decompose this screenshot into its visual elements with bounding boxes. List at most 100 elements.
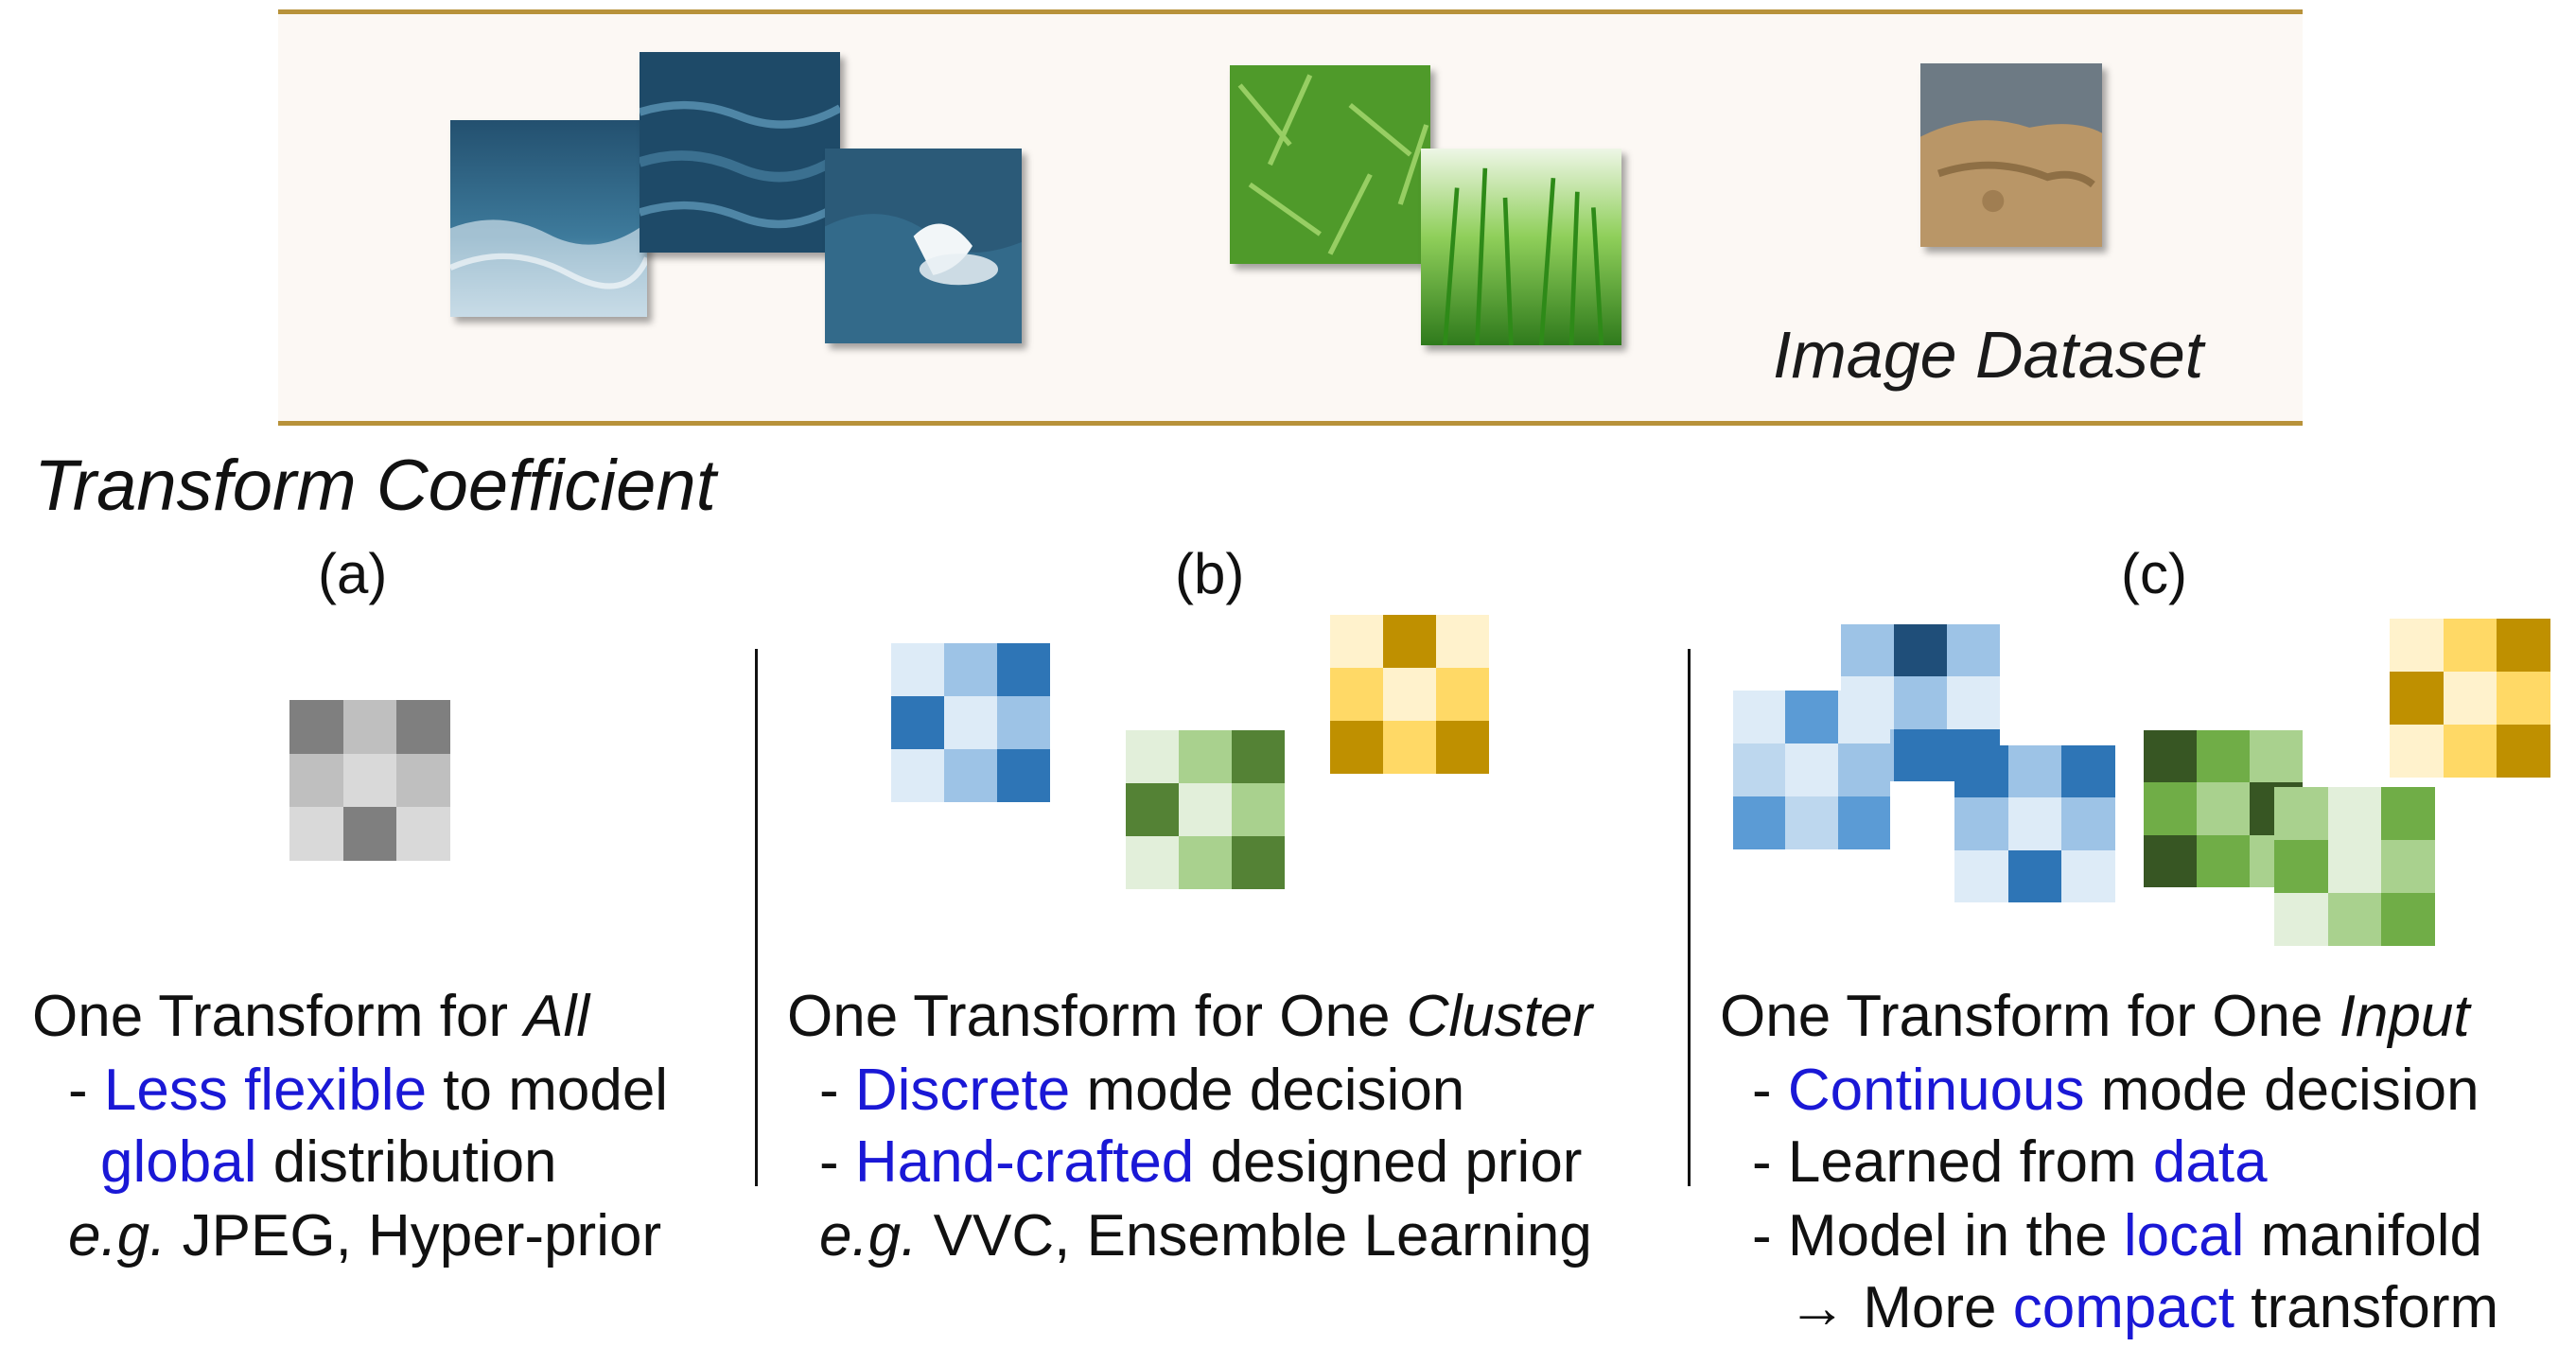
grid-cell — [2443, 672, 2497, 725]
panel-a-example: e.g. JPEG, Hyper-prior — [68, 1207, 661, 1266]
grid-cell — [1837, 691, 1890, 743]
grid-cell — [2381, 893, 2435, 946]
bullet-dash: - — [819, 1129, 855, 1195]
grid-cell — [2443, 725, 2497, 778]
gold-cluster-grid — [1330, 615, 1489, 774]
gold-input-grid — [2390, 619, 2550, 778]
grid-cell — [289, 700, 343, 754]
grid-cell — [2327, 893, 2382, 946]
grid-cell — [1837, 796, 1890, 849]
ocean-photo-2 — [640, 52, 840, 253]
panel-c-line-3: - Model in the local manifold — [1752, 1207, 2482, 1266]
grid-cell — [944, 749, 997, 802]
grid-cell — [1330, 615, 1383, 668]
grid-cell — [1733, 743, 1786, 796]
grid-cell — [289, 753, 343, 808]
grid-cell — [891, 643, 944, 696]
grid-cell — [1954, 797, 2008, 850]
grid-cell — [2061, 745, 2115, 798]
panel-c-title-prefix: One Transform for One — [1720, 984, 2339, 1049]
ocean-photo-1 — [450, 120, 647, 317]
divider-b-c — [1688, 649, 1691, 1186]
grid-cell — [2061, 849, 2115, 902]
bullet-dash: - — [1752, 1129, 1788, 1195]
highlight-text: local — [2123, 1203, 2245, 1268]
grid-cell — [2007, 849, 2062, 902]
grid-cell — [1947, 624, 2000, 677]
grid-cell — [1894, 676, 1947, 729]
grid-cell — [396, 807, 450, 861]
panel-a-title-prefix: One Transform for — [32, 984, 525, 1049]
blue-input-grid-3 — [1954, 745, 2115, 902]
image-dataset-label: Image Dataset — [1773, 318, 2204, 392]
grid-cell — [891, 749, 944, 802]
panel-b-title: One Transform for One Cluster — [787, 988, 1592, 1046]
grid-cell — [2274, 840, 2328, 893]
grid-cell — [1383, 615, 1436, 668]
panel-b-line-1: - Discrete mode decision — [819, 1061, 1464, 1120]
grid-cell — [1383, 668, 1436, 721]
example-prefix: e.g. — [819, 1203, 918, 1268]
grid-cell — [1126, 783, 1179, 836]
grid-cell — [1837, 743, 1890, 796]
panel-b-example: e.g. VVC, Ensemble Learning — [819, 1207, 1592, 1266]
rock-photo — [1920, 63, 2102, 247]
bullet-dash: - — [68, 1058, 104, 1123]
bullet-dash: - — [1752, 1203, 1788, 1268]
grid-cell — [2327, 840, 2382, 893]
grid-cell — [1841, 624, 1894, 677]
grid-cell — [1436, 721, 1489, 774]
grid-cell — [1126, 730, 1179, 783]
grid-cell — [2381, 840, 2435, 893]
grid-cell — [1126, 836, 1179, 889]
grid-cell — [1785, 691, 1838, 743]
grid-cell — [1733, 691, 1786, 743]
grid-cell — [2144, 782, 2197, 835]
highlight-text: Hand-crafted — [854, 1129, 1195, 1195]
grid-cell — [1436, 615, 1489, 668]
line-text: mode decision — [1070, 1058, 1465, 1123]
grid-cell — [2381, 787, 2435, 840]
panel-a-title: One Transform for All — [32, 988, 589, 1046]
highlight-text: Discrete — [854, 1058, 1071, 1123]
bullet-dash: - — [1752, 1058, 1788, 1123]
grid-cell — [2390, 619, 2444, 672]
grid-cell — [1436, 668, 1489, 721]
grid-cell — [1947, 676, 2000, 729]
divider-a-b — [755, 649, 758, 1186]
blue-input-grid-1 — [1733, 691, 1890, 849]
grid-cell — [2497, 725, 2550, 778]
panel-c-line-1: - Continuous mode decision — [1752, 1061, 2480, 1120]
grid-cell — [1733, 796, 1786, 849]
grid-cell — [1179, 783, 1232, 836]
grid-cell — [1232, 783, 1285, 836]
grid-cell — [2007, 745, 2062, 798]
grid-cell — [1179, 836, 1232, 889]
grid-cell — [1330, 721, 1383, 774]
grid-cell — [2007, 797, 2062, 850]
grid-cell — [2144, 730, 2197, 783]
grid-cell — [1785, 796, 1838, 849]
example-text: VVC, Ensemble Learning — [917, 1203, 1592, 1268]
panel-b-title-prefix: One Transform for One — [787, 984, 1407, 1049]
line-text: More — [1863, 1275, 2013, 1340]
grid-cell — [2497, 619, 2550, 672]
grid-cell — [1232, 730, 1285, 783]
panel-a-letter: (a) — [318, 542, 388, 605]
grid-cell — [2250, 730, 2303, 783]
grid-cell — [997, 643, 1050, 696]
grid-cell — [1232, 836, 1285, 889]
panel-b-title-emphasis: Cluster — [1406, 984, 1593, 1049]
grid-cell — [342, 807, 397, 861]
grid-cell — [891, 696, 944, 749]
grid-cell — [2144, 834, 2197, 887]
line-text: to model — [427, 1058, 669, 1123]
grid-cell — [2497, 672, 2550, 725]
grid-cell — [342, 753, 397, 808]
example-prefix: e.g. — [68, 1203, 166, 1268]
grid-cell — [2197, 782, 2250, 835]
highlight-text: Continuous — [1787, 1058, 2085, 1123]
grid-cell — [2390, 672, 2444, 725]
grid-cell — [1179, 730, 1232, 783]
panel-b-line-2: - Hand-crafted designed prior — [819, 1133, 1582, 1192]
